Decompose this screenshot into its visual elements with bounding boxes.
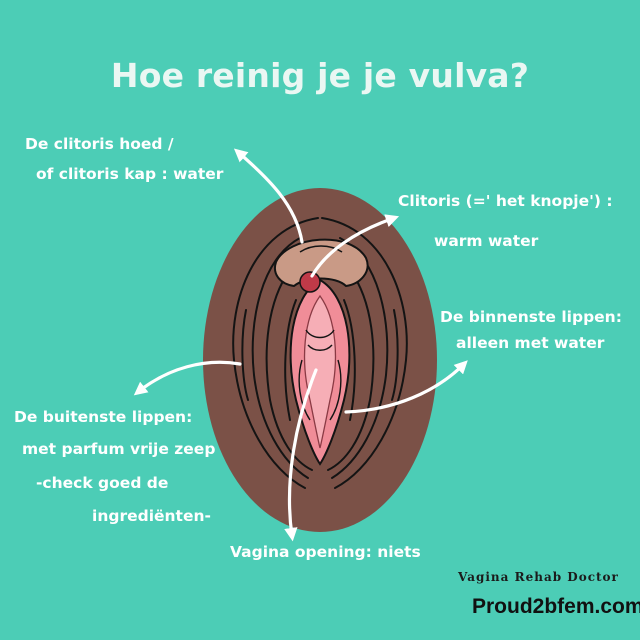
- label-clitoris-line1: Clitoris (=' het knopje') :: [398, 192, 613, 210]
- label-clitoris-line2: warm water: [434, 232, 539, 250]
- page-title: Hoe reinig je je vulva?: [110, 56, 530, 95]
- clitoris-dot: [299, 271, 321, 293]
- annotation-arrows: [133, 148, 468, 542]
- label-outer-lips-line3: -check goed de: [36, 474, 169, 492]
- arrow-outer-lips: [133, 360, 242, 396]
- arrow-inner-lips: [344, 360, 468, 414]
- label-vagina-opening: Vagina opening: niets: [230, 543, 421, 561]
- outer-lip-lines: [232, 217, 408, 489]
- label-hood-line2: of clitoris kap : water: [36, 165, 224, 183]
- label-outer-lips-line2: met parfum vrije zeep: [22, 440, 216, 458]
- brand-logo-text: Vagina Rehab Doctor: [458, 570, 619, 584]
- arrow-hood: [233, 148, 304, 244]
- label-hood-line1: De clitoris hoed /: [25, 135, 174, 153]
- brand-website: Proud2bfem.com: [472, 595, 640, 618]
- arrow-vagina: [284, 368, 318, 542]
- arrow-clitoris: [310, 214, 400, 278]
- label-outer-lips-line1: De buitenste lippen:: [14, 408, 193, 426]
- label-outer-lips-line4: ingrediënten-: [92, 507, 211, 525]
- label-inner-lips-line1: De binnenste lippen:: [440, 308, 622, 326]
- label-inner-lips-line2: alleen met water: [456, 334, 605, 352]
